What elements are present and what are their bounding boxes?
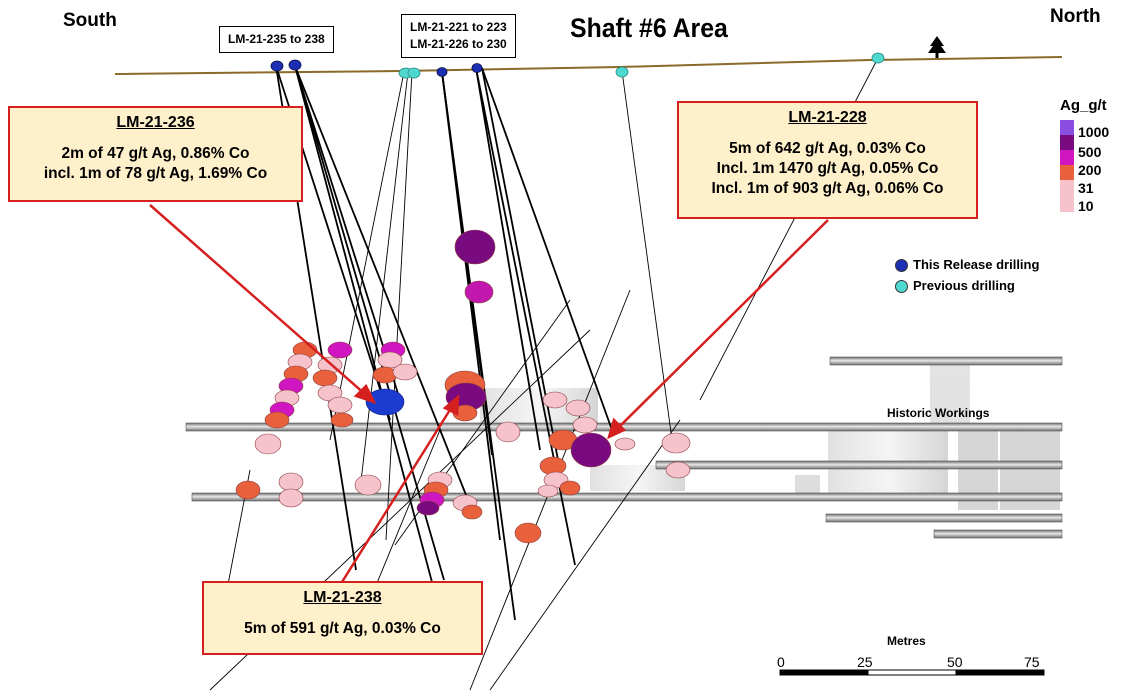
callout-arrows bbox=[149, 204, 829, 583]
tree-icon bbox=[928, 36, 946, 58]
hole-group-label: LM-21-235 to 238 bbox=[228, 32, 325, 46]
callout-lm-21-236: LM-21-236 2m of 47 g/t Ag, 0.86% Co incl… bbox=[8, 106, 303, 202]
this-release-dot-icon bbox=[895, 259, 908, 272]
previous-drilling-dot-icon bbox=[895, 280, 908, 293]
legend-value: 200 bbox=[1078, 162, 1102, 178]
callout-lm-21-238: LM-21-238 5m of 591 g/t Ag, 0.03% Co bbox=[202, 581, 483, 655]
north-label: North bbox=[1050, 6, 1101, 27]
legend-swatch bbox=[1060, 135, 1074, 150]
scale-tick: 0 bbox=[777, 654, 785, 670]
scale-tick: 25 bbox=[857, 654, 873, 670]
hole-group-tag: LM-21-221 to 223 LM-21-226 to 230 bbox=[401, 14, 516, 58]
hole-group-tag: LM-21-235 to 238 bbox=[219, 26, 334, 53]
callout-line: 2m of 47 g/t Ag, 0.86% Co bbox=[61, 145, 250, 162]
legend-value: 500 bbox=[1078, 144, 1102, 160]
legend-swatch bbox=[1060, 150, 1074, 165]
callout-line: 5m of 642 g/t Ag, 0.03% Co bbox=[729, 140, 926, 157]
legend-swatch bbox=[1060, 165, 1074, 180]
collars bbox=[270, 52, 885, 79]
page-title: Shaft #6 Area bbox=[570, 13, 728, 43]
scale-tick: 75 bbox=[1024, 654, 1040, 670]
callout-line: incl. 1m of 78 g/t Ag, 1.69% Co bbox=[43, 165, 268, 182]
assay-intercepts bbox=[235, 229, 691, 544]
callout-hole-id: LM-21-238 bbox=[303, 589, 382, 606]
callout-line: 5m of 591 g/t Ag, 0.03% Co bbox=[244, 620, 441, 637]
legend-value: 31 bbox=[1078, 180, 1094, 196]
legend-value: 1000 bbox=[1078, 124, 1110, 140]
scale-title: Metres bbox=[887, 634, 926, 648]
hole-group-label: LM-21-226 to 230 bbox=[410, 37, 507, 51]
callout-line: Incl. 1m of 903 g/t Ag, 0.06% Co bbox=[711, 180, 944, 197]
hole-group-label: LM-21-221 to 223 bbox=[410, 20, 507, 34]
callout-hole-id: LM-21-236 bbox=[116, 114, 195, 131]
legend-swatch bbox=[1060, 120, 1074, 135]
south-label: South bbox=[63, 10, 117, 31]
callout-lm-21-228: LM-21-228 5m of 642 g/t Ag, 0.03% Co Inc… bbox=[677, 101, 978, 219]
this-release-label: This Release drilling bbox=[913, 257, 1040, 272]
previous-drilling-label: Previous drilling bbox=[913, 278, 1015, 293]
callout-line: Incl. 1m 1470 g/t Ag, 0.05% Co bbox=[716, 160, 939, 177]
callout-hole-id: LM-21-228 bbox=[788, 109, 867, 126]
scale-tick: 50 bbox=[947, 654, 963, 670]
scale-bar bbox=[779, 669, 1045, 676]
historic-drifts bbox=[185, 356, 1063, 539]
legend-swatch bbox=[1060, 180, 1074, 212]
legend-value: 10 bbox=[1078, 198, 1094, 214]
ground-surface bbox=[114, 56, 1063, 75]
legend-title: Ag_g/t bbox=[1060, 97, 1107, 114]
historic-workings-label: Historic Workings bbox=[887, 406, 990, 420]
